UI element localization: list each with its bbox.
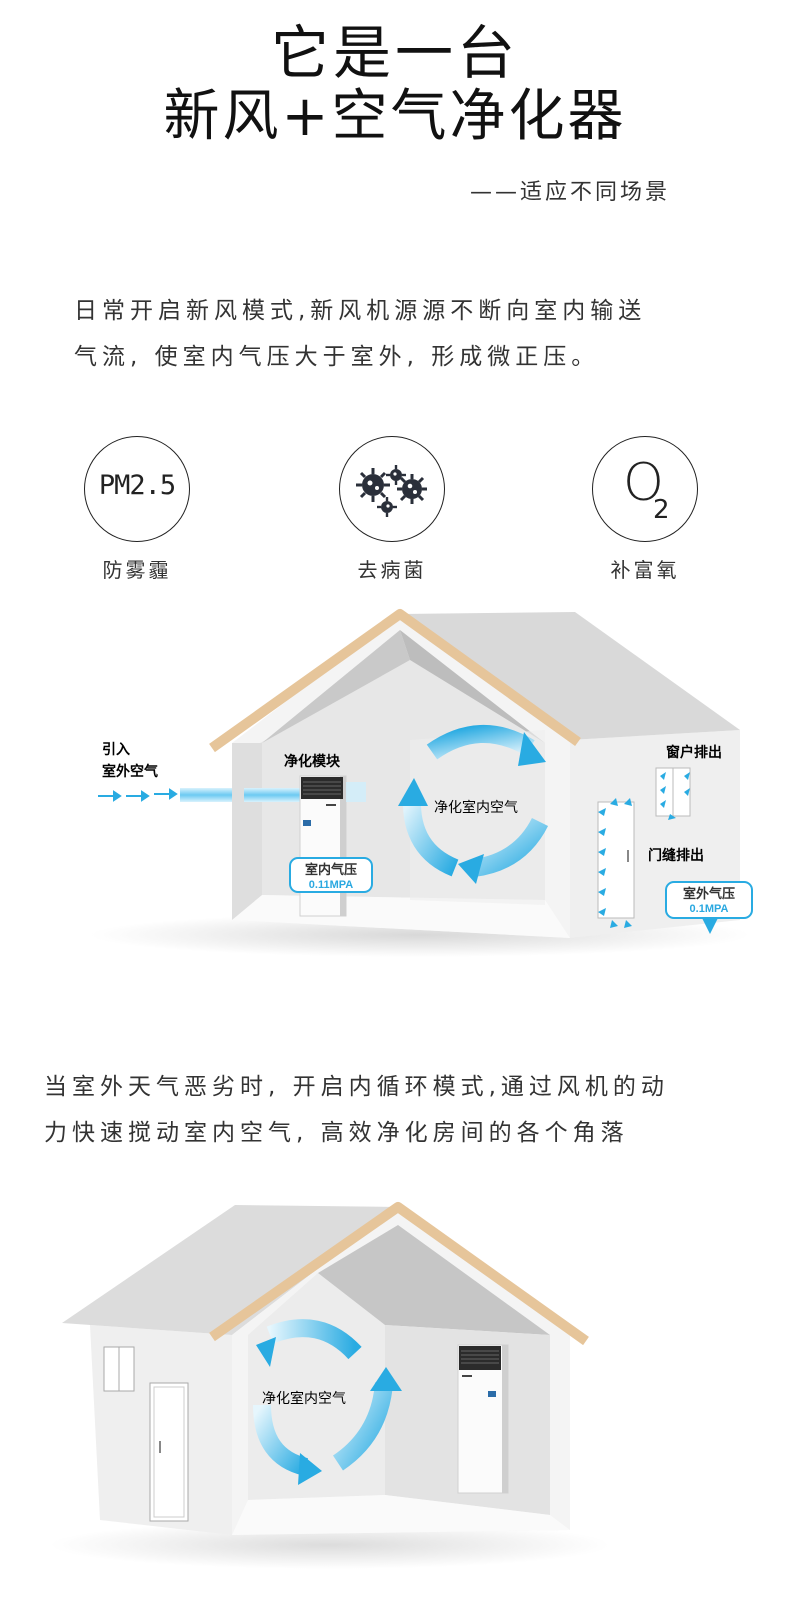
feature-bacteria: 去病菌	[337, 436, 447, 583]
door-exhaust-label: 门缝排出	[648, 847, 704, 863]
right-roof	[400, 612, 740, 740]
ground-shadow-2	[50, 1521, 610, 1569]
bacteria-icon	[339, 436, 445, 542]
fresh-air-description: 日常开启新风模式,新风机源源不断向室内输送 气流, 使室内气压大于室外, 形成微…	[74, 288, 754, 380]
roof-edge-2	[209, 1202, 589, 1346]
window-right	[655, 767, 691, 820]
door-right	[597, 798, 635, 928]
feature-oxygen: O 2 补富氧	[590, 436, 700, 583]
intake-arrows	[98, 788, 178, 802]
oxygen-icon-subscript: 2	[653, 495, 670, 525]
circulation-label-1: 净化室内空气	[434, 799, 518, 815]
indoor-pressure-badge: 室内气压 0.11MPA	[289, 857, 373, 893]
circulation-description: 当室外天气恶劣时, 开启内循环模式,通过风机的动 力快速搅动室内空气, 高效净化…	[44, 1064, 764, 1156]
indoor-pressure-title: 室内气压	[305, 862, 357, 877]
indoor-pressure-value: 0.11MPA	[309, 879, 353, 891]
intake-label-line1: 引入	[102, 741, 130, 757]
oxygen-icon-o: O	[623, 453, 664, 513]
feature-label-oxygen: 补富氧	[610, 558, 680, 582]
module-label: 净化模块	[284, 753, 341, 769]
circulation-label-2: 净化室内空气	[262, 1390, 346, 1406]
purifier-unit-2	[457, 1344, 509, 1494]
page-title-line2: 新风+空气净化器	[163, 84, 627, 149]
circulation-house-diagram: 净化室内空气	[50, 1202, 610, 1569]
pm25-icon-text: PM2.5	[98, 470, 176, 501]
oxygen-icon: O 2	[592, 436, 698, 542]
left-roof	[62, 1205, 398, 1335]
outdoor-pressure-badge: 室外气压 0.1MPA	[665, 881, 753, 934]
feature-label-bacteria: 去病菌	[357, 558, 427, 582]
door-left	[149, 1382, 189, 1522]
feature-pm25: PM2.5 防雾霾	[82, 436, 192, 583]
intake-pipe-inside	[244, 788, 300, 802]
fresh-air-description-line1: 日常开启新风模式,新风机源源不断向室内输送	[74, 298, 647, 324]
intake-label-line2: 室外空气	[102, 763, 158, 779]
window-exhaust-label: 窗户排出	[666, 744, 722, 760]
intake-pipe-outside	[180, 788, 232, 802]
window-left	[103, 1346, 135, 1392]
circulation-description-line1: 当室外天气恶劣时, 开启内循环模式,通过风机的动	[44, 1074, 669, 1100]
page-title-line1: 它是一台	[270, 19, 519, 87]
fresh-air-description-line2: 气流, 使室内气压大于室外, 形成微正压。	[74, 344, 600, 370]
circulation-description-line2: 力快速搅动室内空气, 高效净化房间的各个角落	[44, 1120, 629, 1146]
outdoor-pressure-title: 室外气压	[683, 886, 735, 901]
outdoor-pressure-value: 0.1MPA	[690, 903, 729, 915]
fresh-air-house-diagram: 室内气压 0.11MPA 室外气压 0.1MPA 引入 室外空气 净化模块 净化…	[90, 609, 753, 957]
feature-label-pm25: 防雾霾	[102, 558, 172, 582]
pm25-icon: PM2.5	[84, 436, 190, 542]
page-subtitle: ——适应不同场景	[470, 180, 671, 205]
roof-edge	[209, 609, 581, 753]
